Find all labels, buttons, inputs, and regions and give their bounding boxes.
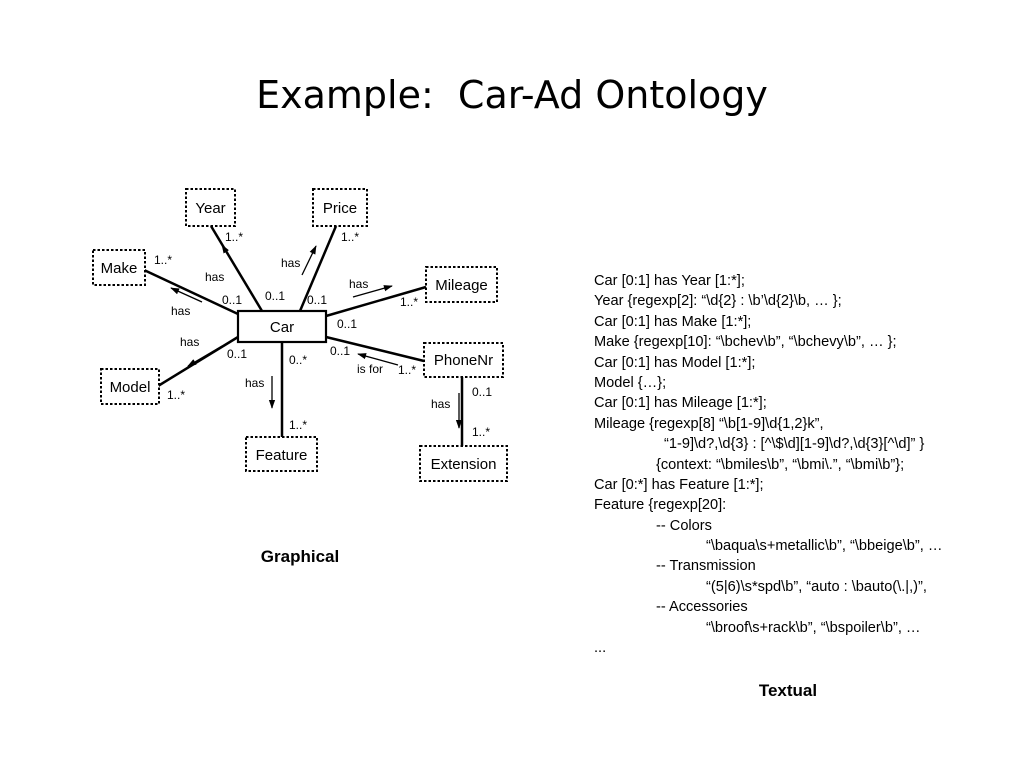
node-box-feature <box>245 436 318 472</box>
relation-labels: has has has has has is for has has <box>171 256 450 411</box>
relation-label-year: has <box>205 270 224 284</box>
relation-label-price: has <box>281 256 300 270</box>
relation-label-make: has <box>171 304 190 318</box>
node-label-phonenr: PhoneNr <box>434 352 493 369</box>
arrow-is-for <box>357 353 399 366</box>
spec-line: Car [0:1] has Model [1:*]; <box>594 354 756 371</box>
relation-label-mileage: has <box>349 277 368 291</box>
mult-make-car: 0..1 <box>222 293 242 307</box>
textual-spec: Car [0:1] has Year [1:*]; Year {regexp[2… <box>594 271 942 658</box>
arrow-has-mileage <box>352 285 393 298</box>
node-labels: Car Year Price Make Mileage Model PhoneN… <box>101 200 497 473</box>
spec-line: -- Accessories <box>656 599 748 616</box>
caption-textual: Textual <box>758 681 818 700</box>
mult-feature-target: 1..* <box>289 418 307 432</box>
spec-line: {context: “\bmiles\b”, “\bmi\.”, “\bmi\b… <box>656 456 905 473</box>
mult-extension-target: 1..* <box>472 425 490 439</box>
caption-graphical: Graphical <box>260 547 340 566</box>
arrow-has-model <box>187 345 223 367</box>
spec-line: Car [0:1] has Mileage [1:*]; <box>594 395 767 412</box>
node-label-model: Model <box>110 379 151 396</box>
node-box-year <box>185 188 236 227</box>
mult-mileage-target: 1..* <box>400 295 418 309</box>
spec-line: Model {…}; <box>594 374 667 391</box>
spec-line: -- Colors <box>656 517 712 534</box>
arrow-has-price <box>301 245 317 276</box>
node-box-phonenr <box>423 342 504 378</box>
node-label-year: Year <box>195 200 225 217</box>
mult-make-target: 1..* <box>154 253 172 267</box>
spec-line: Feature {regexp[20]: <box>594 497 727 514</box>
edge-car-mileage <box>325 285 427 318</box>
spec-line: “(5|6)\s*spd\b”, “auto : \bauto(\.|,)”, <box>706 578 927 595</box>
mult-extension-source: 0..1 <box>472 385 492 399</box>
node-box-price <box>312 188 368 227</box>
spec-line: Car [0:*] has Feature [1:*]; <box>594 476 764 493</box>
mult-phonenr-car-side: 0..1 <box>330 344 350 358</box>
node-label-make: Make <box>101 260 138 277</box>
mult-year-target: 1..* <box>225 230 243 244</box>
spec-line: -- Transmission <box>656 558 756 575</box>
mult-feature-car: 0..* <box>289 353 307 367</box>
relation-label-extension: has <box>431 397 450 411</box>
relationship-lines <box>143 225 464 446</box>
node-box-mileage <box>425 266 498 303</box>
mult-year-car: 0..1 <box>265 289 285 303</box>
edge-car-make <box>143 268 239 316</box>
edge-car-price <box>298 225 338 312</box>
edge-car-model <box>157 335 239 388</box>
mult-model-car: 0..1 <box>227 347 247 361</box>
spec-line: Make {regexp[10]: “\bchev\b”, “\bchevy\b… <box>594 334 897 351</box>
relation-label-model: has <box>180 335 199 349</box>
relation-label-feature: has <box>245 376 264 390</box>
spec-line: “\broof\s+rack\b”, “\bspoiler\b”, … <box>706 619 921 636</box>
mult-model-target: 1..* <box>167 388 185 402</box>
node-box-car <box>236 309 328 344</box>
arrow-has-make <box>170 287 203 303</box>
node-label-feature: Feature <box>256 447 308 464</box>
node-label-price: Price <box>323 200 357 217</box>
spec-line: Car [0:1] has Make [1:*]; <box>594 313 752 330</box>
node-box-make <box>92 249 146 286</box>
lexical-object-sets <box>92 188 508 482</box>
node-label-extension: Extension <box>431 456 497 473</box>
spec-line: Mileage {regexp[8] “\b[1-9]\d{1,2}k”, <box>594 415 824 432</box>
direction-arrows <box>170 244 463 429</box>
node-box-model <box>100 368 160 405</box>
relation-label-phonenr: is for <box>357 362 383 376</box>
mult-price-target: 1..* <box>341 230 359 244</box>
edge-car-phonenr <box>325 335 425 363</box>
arrow-has-year <box>221 244 241 275</box>
spec-line: Car [0:1] has Year [1:*]; <box>594 273 745 289</box>
mult-phonenr-source: 1..* <box>398 363 416 377</box>
node-box-extension <box>419 445 508 482</box>
slide-title: Example: Car-Ad Ontology <box>256 73 768 117</box>
spec-line: “1-9]\d?,\d{3} : [^\$\d][1-9]\d?,\d{3}[^… <box>664 436 925 453</box>
node-label-car: Car <box>270 319 294 336</box>
node-label-mileage: Mileage <box>435 277 488 294</box>
mult-mileage-car: 0..1 <box>337 317 357 331</box>
spec-line: Year {regexp[2]: “\d{2} : \b’\d{2}\b, … … <box>594 293 842 310</box>
multiplicity-labels: 1..* 0..1 1..* 0..1 1..* 0..1 1..* 0..1 … <box>154 230 492 439</box>
mult-price-car: 0..1 <box>307 293 327 307</box>
spec-line: “\baqua\s+metallic\b”, “\bbeige\b”, … <box>706 538 943 555</box>
spec-line: ... <box>594 640 607 657</box>
